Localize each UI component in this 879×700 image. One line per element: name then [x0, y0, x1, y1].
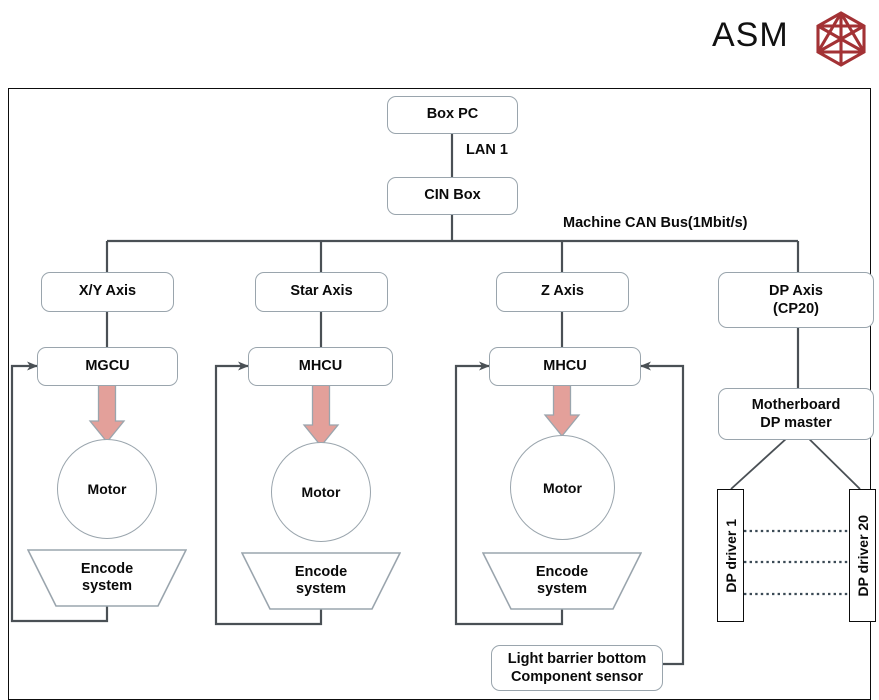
node-mgcu[interactable]: MGCU	[37, 347, 178, 386]
node-mhcu-z-label: MHCU	[543, 357, 587, 374]
encoder-z-label-line1: Encode	[535, 563, 589, 580]
motor-z-label: Motor	[543, 479, 582, 496]
node-mhcu-star[interactable]: MHCU	[248, 347, 393, 386]
encoder-z-label-line2: system	[537, 581, 587, 597]
node-star-axis[interactable]: Star Axis	[255, 272, 388, 312]
node-z-axis-label: Z Axis	[541, 283, 584, 300]
encoder-star-shape	[241, 552, 401, 610]
node-dp-axis-label-line2: (CP20)	[773, 301, 819, 317]
asm-logo: ASM	[712, 8, 872, 68]
motor-star-label: Motor	[301, 484, 341, 500]
encoder-xy-label-line1: Encode	[80, 560, 134, 577]
encoder-z-label: Encode system	[482, 552, 642, 610]
can-bus-label: Machine CAN Bus(1Mbit/s)	[563, 215, 748, 231]
encoder-star-label: Encode system	[241, 552, 401, 610]
dp-driver-first-label: DP driver 1	[722, 518, 739, 593]
encoder-xy[interactable]: Encode system	[27, 549, 187, 607]
node-z-axis[interactable]: Z Axis	[496, 272, 629, 312]
node-dp-axis-label-line1: DP Axis	[769, 282, 823, 299]
node-dp-axis[interactable]: DP Axis (CP20)	[718, 272, 874, 328]
node-light-barrier-label-line1: Light barrier bottom	[507, 650, 647, 667]
node-star-axis-label: Star Axis	[290, 283, 353, 300]
encoder-z-shape	[482, 552, 642, 610]
dp-driver-last-label: DP driver 20	[854, 514, 871, 597]
node-motherboard-dp-master[interactable]: Motherboard DP master	[718, 388, 874, 440]
node-motherboard-label-line1: Motherboard	[751, 396, 841, 413]
node-box-pc[interactable]: Box PC	[387, 96, 518, 134]
encoder-xy-label-line2: system	[82, 578, 132, 594]
motor-z[interactable]: Motor	[510, 435, 615, 540]
dp-driver-first[interactable]: DP driver 1	[717, 489, 744, 622]
motor-star[interactable]: Motor	[271, 442, 371, 542]
asm-logo-text: ASM	[712, 16, 789, 54]
node-cin-box-label: CIN Box	[424, 187, 481, 204]
node-mhcu-z[interactable]: MHCU	[489, 347, 641, 386]
dp-driver-last[interactable]: DP driver 20	[849, 489, 876, 622]
node-motherboard-label-line2: DP master	[760, 415, 832, 431]
encoder-xy-label: Encode system	[27, 549, 187, 607]
encoder-star[interactable]: Encode system	[241, 552, 401, 610]
node-light-barrier[interactable]: Light barrier bottom Component sensor	[491, 645, 663, 691]
node-box-pc-label: Box PC	[426, 106, 479, 123]
node-xy-axis-label: X/Y Axis	[78, 283, 137, 300]
motor-xy[interactable]: Motor	[57, 439, 157, 539]
encoder-star-label-line2: system	[296, 581, 346, 597]
node-light-barrier-label-line2: Component sensor	[510, 669, 644, 685]
node-cin-box[interactable]: CIN Box	[387, 177, 518, 215]
encoder-star-label-line1: Encode	[294, 563, 348, 580]
node-xy-axis[interactable]: X/Y Axis	[41, 272, 174, 312]
node-mhcu-star-label: MHCU	[298, 357, 343, 374]
hexagon-logo-mark-icon	[816, 11, 866, 67]
motor-xy-label: Motor	[87, 481, 127, 497]
encoder-z[interactable]: Encode system	[482, 552, 642, 610]
node-mgcu-label: MGCU	[85, 357, 130, 374]
lan-label: LAN 1	[466, 142, 508, 158]
encoder-xy-shape	[27, 549, 187, 607]
